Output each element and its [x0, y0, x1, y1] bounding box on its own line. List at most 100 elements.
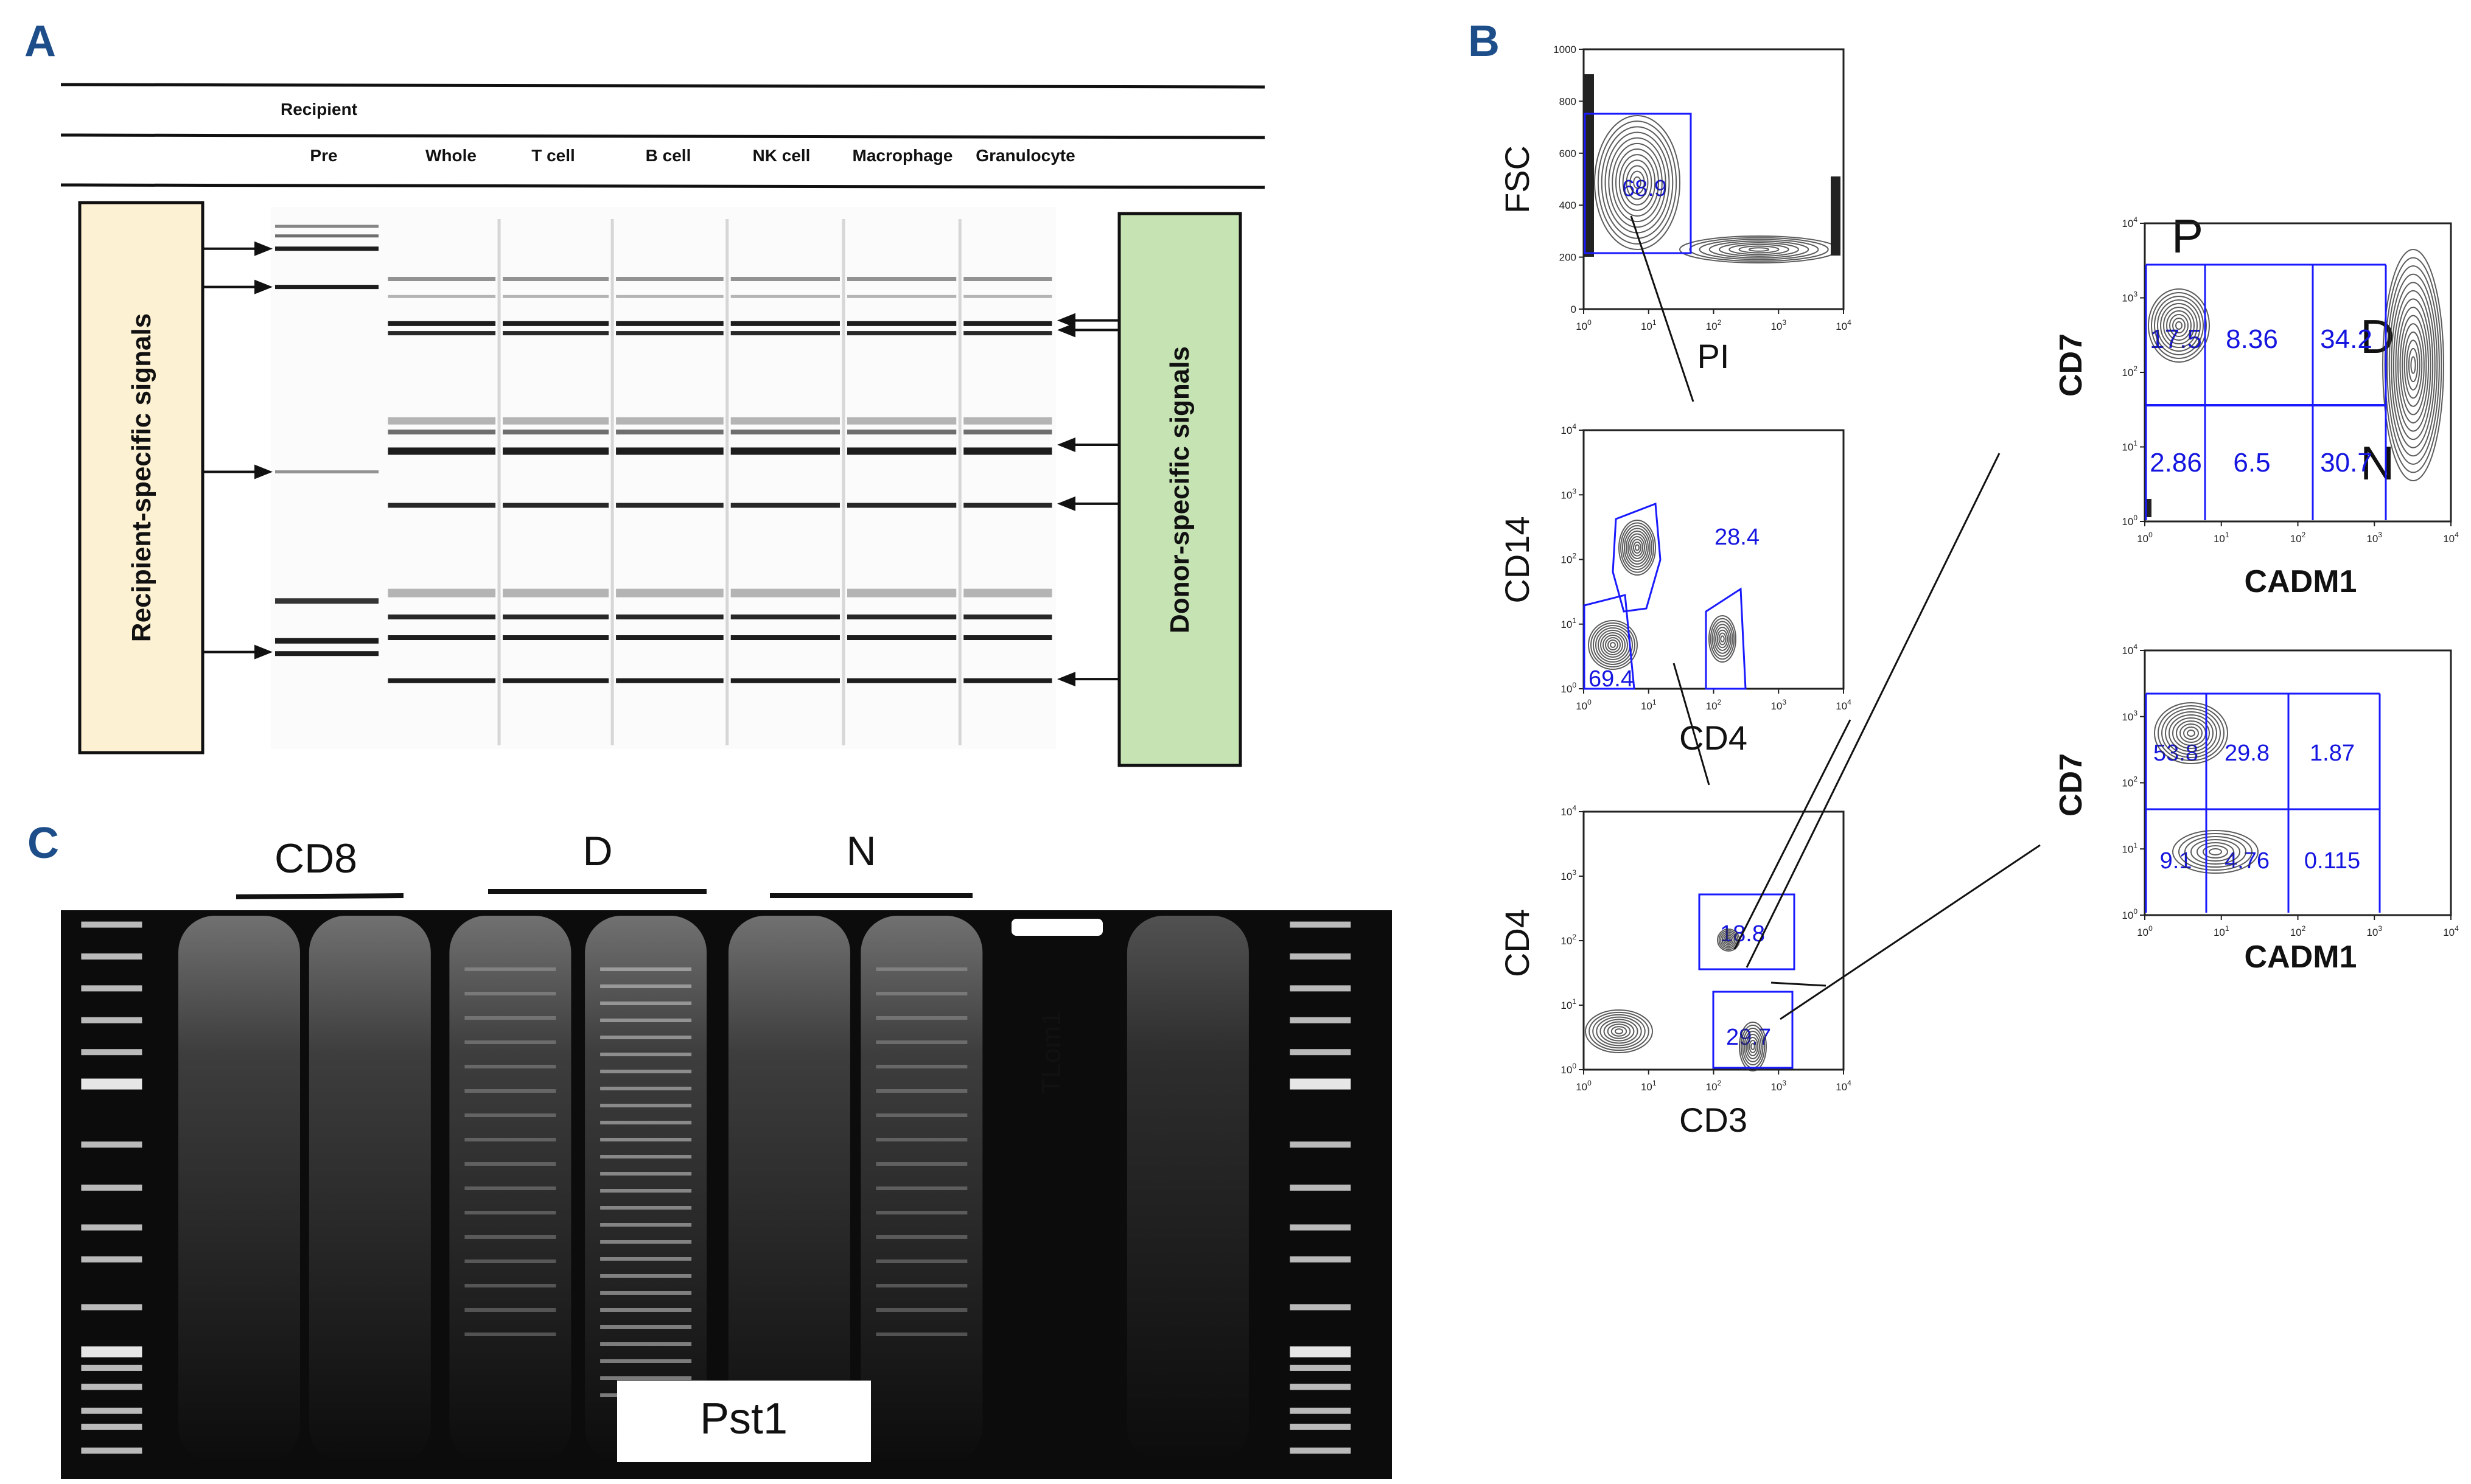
plot2-gate-monocyte-shape [1612, 502, 1662, 613]
lane-label-tlom1: TLom1 [1036, 1011, 1066, 1095]
plot2-ytick-exp: 4 [1572, 422, 1576, 431]
recipient-arrow-head [254, 279, 273, 294]
plot4-gate-value: 2.86 [2150, 448, 2202, 478]
plot1-xtick-label: 102 [1706, 318, 1722, 332]
sample-lane-band [464, 1016, 556, 1020]
recipient-specific-box [78, 201, 204, 754]
sample-lane-band [600, 1121, 692, 1124]
band-macrophage [847, 331, 957, 336]
sample-lane-band [600, 1274, 692, 1278]
plot5-ytick-label: 103 [2122, 709, 2137, 723]
sample-lane-band [876, 1065, 968, 1068]
sample-lane-band [876, 992, 968, 995]
contour-live [1597, 120, 1677, 245]
panel-b: FSC PI 68.9 CD14 CD4 28.4 69.4 CD4 CD3 1… [1498, 44, 2459, 1139]
contour-lower [2209, 848, 2222, 855]
plot5-xtick-label: 103 [2366, 924, 2382, 938]
sample-lane-band [876, 1235, 968, 1239]
sample-lane-band [600, 1087, 692, 1090]
sample-lane-band [600, 1070, 692, 1073]
ladder-band [81, 1447, 142, 1454]
contour-edge [2145, 499, 2151, 517]
plot5-gate-value: 29.8 [2225, 740, 2270, 766]
contour-lymphocytes [1600, 632, 1626, 658]
plot4-xtick-label: 104 [2443, 531, 2459, 545]
band-macrophage [847, 614, 957, 619]
sample-lane-band [600, 1206, 692, 1210]
contour-cd4neg [1585, 1009, 1653, 1053]
plot5-xtick-label: 101 [2214, 924, 2229, 938]
plot4-ytick-label: 101 [2122, 439, 2137, 453]
contour-dead [1708, 240, 1809, 259]
contour-lower [2197, 842, 2234, 862]
ladder-band [81, 921, 142, 928]
recipient-header: Recipient [281, 100, 357, 119]
plot2-ytick-exp: 1 [1572, 616, 1576, 625]
ladder-band [81, 1141, 142, 1148]
band-pre [275, 234, 379, 238]
ladder-band [1290, 921, 1351, 928]
contour-monocytes [1626, 531, 1649, 565]
band-nk-cell [730, 321, 840, 326]
contour-dead [1738, 245, 1780, 254]
band-whole [388, 294, 496, 298]
plot3-xtick-label: 100 [1576, 1079, 1592, 1093]
plot5-ytick-exp: 1 [2133, 841, 2137, 849]
band-pre [275, 285, 379, 290]
contour-live [1633, 176, 1641, 189]
band-nk-cell [730, 447, 840, 455]
plot1-xtick-label: 103 [1770, 318, 1786, 332]
sample-lane-band [600, 1325, 692, 1329]
contour-upper [2183, 726, 2199, 740]
sample-lane-band [600, 1155, 692, 1158]
contour-cd4 [1715, 627, 1730, 651]
plot2-xtick-exp: 4 [1847, 698, 1851, 706]
band-t-cell [503, 588, 609, 597]
plot1-xtick-exp: 0 [1587, 318, 1592, 327]
ladder-band [1290, 1346, 1351, 1357]
contour-lower [2178, 833, 2253, 871]
contour-live [1594, 115, 1680, 250]
plot2-xtick-label: 103 [1770, 698, 1786, 712]
contour-d-n [2386, 265, 2440, 465]
sample-lane-smear [178, 916, 300, 1463]
plot5-ylabel: CD7 [2053, 753, 2089, 817]
ladder-band [81, 985, 142, 992]
band-t-cell [503, 503, 609, 508]
contour-cd4neg [1614, 1028, 1624, 1034]
band-whole [388, 277, 496, 281]
ladder-band [1290, 1141, 1351, 1148]
plot1-xlabel: PI [1697, 337, 1730, 375]
sample-lane-band [876, 1089, 968, 1093]
band-nk-cell [730, 294, 840, 298]
sample-lane-band [464, 1284, 556, 1287]
plot2-xtick-exp: 1 [1652, 698, 1657, 706]
plot3-xtick-exp: 2 [1718, 1079, 1722, 1087]
sample-lane-band [464, 1332, 556, 1336]
sample-lane-band [876, 1284, 968, 1287]
donor-arrow-head [1057, 437, 1075, 452]
sample-lane-band [464, 992, 556, 995]
band-whole [388, 503, 496, 508]
band-whole [388, 430, 496, 435]
contour-p [2160, 303, 2198, 348]
panel-label-c: C [27, 819, 59, 868]
contour-lymphocytes [1602, 635, 1623, 655]
sample-lane-band [464, 1259, 556, 1263]
contour-cd4 [1710, 618, 1735, 660]
contour-cd4neg [1589, 1011, 1649, 1051]
band-macrophage [847, 430, 957, 435]
plot5-gate-value: 0.115 [2304, 848, 2360, 874]
sample-lane-band [600, 1359, 692, 1363]
panel-c: CD8 D N TLom1 Pst1 [61, 828, 1392, 1479]
contour-lower [2184, 836, 2246, 868]
header-rule-bottom [60, 183, 1265, 189]
donor-arrow-head [1057, 322, 1075, 338]
ladder-band [1290, 1364, 1351, 1371]
plot2-gate-lymph-shape [1583, 594, 1635, 690]
plot1-xtick-label: 100 [1576, 318, 1592, 332]
ladder-band [81, 1407, 142, 1414]
contour-live [1612, 142, 1663, 223]
